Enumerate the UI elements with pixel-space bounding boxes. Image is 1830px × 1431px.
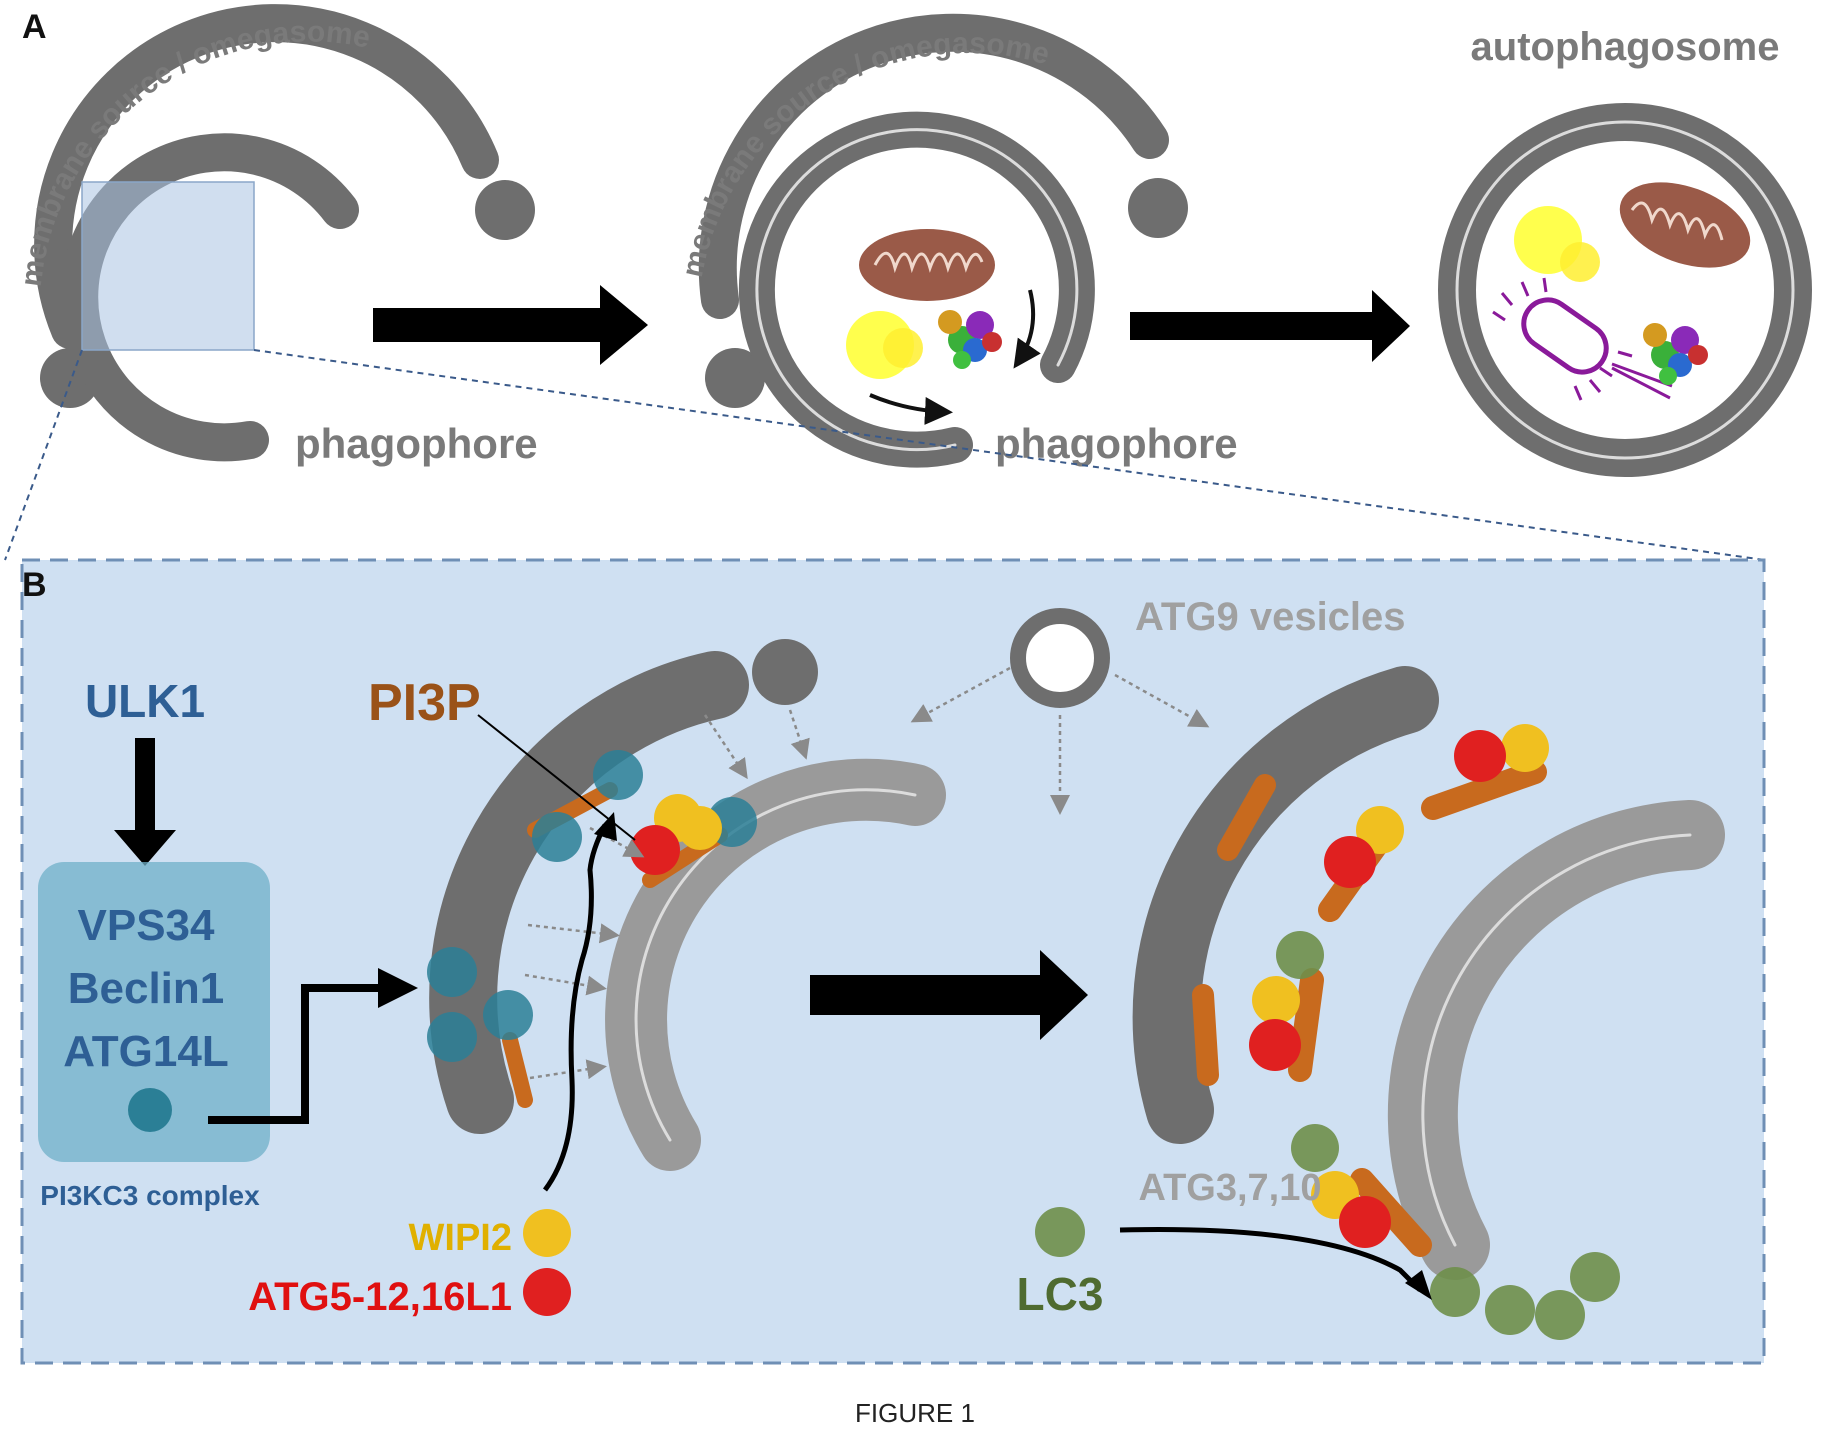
stage1-membranes <box>34 4 535 462</box>
membrane-vesicle <box>705 348 765 408</box>
pi3p-patch <box>1192 984 1219 1086</box>
complex-recruitment-arrow <box>208 984 380 1124</box>
pi3kc3-dot <box>427 947 477 997</box>
panel-b-letter: B <box>22 566 47 604</box>
pi3p-patch <box>1350 1168 1432 1257</box>
pi3p-patch <box>1421 760 1547 820</box>
panel-a: A membrane source / omegasome phagophore <box>4 4 1812 561</box>
ulk1-label: ULK1 <box>85 675 205 727</box>
atg5-dot <box>1454 730 1506 782</box>
phagophore-lumen-line <box>755 128 1079 452</box>
panel-a-letter: A <box>22 8 47 46</box>
membrane-vesicle <box>1128 178 1188 238</box>
panel-b: B ULK1 VPS34 Beclin1 ATG14L PI3KC3 compl… <box>20 558 1766 1365</box>
cargo-arrow <box>1013 289 1041 369</box>
membrane-source-arc <box>698 13 1169 319</box>
progression-arrow-b <box>810 950 1088 1040</box>
figure-caption: FIGURE 1 <box>855 1398 975 1428</box>
complex-member-2: Beclin1 <box>68 964 225 1013</box>
complex-member-1: VPS34 <box>78 901 216 950</box>
atg5-label: ATG5-12,16L1 <box>248 1275 512 1319</box>
atg3-label: ATG3,7,10 <box>1138 1167 1321 1209</box>
zoom-connector-left <box>4 349 83 561</box>
atg5-dot <box>1324 836 1376 888</box>
phagophore-label-1: phagophore <box>295 420 538 467</box>
phagophore-right <box>1119 666 1725 1340</box>
pi3p-patch <box>1217 774 1276 861</box>
atg5-dot <box>1249 1019 1301 1071</box>
lc3-label: LC3 <box>1017 1268 1104 1320</box>
protein-aggregate-icon <box>1643 323 1708 385</box>
complex-name: PI3KC3 complex <box>40 1180 260 1211</box>
wipi2-label: WIPI2 <box>409 1217 512 1259</box>
atg9-label: ATG9 vesicles <box>1135 595 1406 639</box>
pi3kc3-dot <box>128 1088 172 1132</box>
omegasome-middle <box>427 639 946 1192</box>
cargo-arrow <box>869 393 953 425</box>
lc3-dot <box>1485 1285 1535 1335</box>
wipi2-dot <box>678 806 722 850</box>
complex-member-3: ATG14L <box>63 1027 228 1076</box>
wipi2-legend-dot <box>523 1209 571 1257</box>
mitochondrion-icon <box>859 229 995 301</box>
atg5-legend-dot <box>523 1268 571 1316</box>
recruitment-arrow <box>542 823 608 1192</box>
lc3-conjugation-arrow <box>1119 1227 1422 1292</box>
autophagosome-label: autophagosome <box>1471 25 1780 69</box>
lc3-dot <box>1276 931 1324 979</box>
atg5-dot <box>630 825 680 875</box>
membrane-vesicle <box>475 180 535 240</box>
zoom-connector-right <box>253 349 1766 561</box>
pi3p-patch <box>502 1032 533 1108</box>
ulk1-activation-arrow <box>114 738 176 866</box>
zoom-region <box>81 181 255 351</box>
membrane-vesicle <box>752 639 818 705</box>
bacterium-icon <box>1492 277 1673 401</box>
pi3kc3-dot <box>483 990 533 1040</box>
atg9-vesicle <box>1010 608 1110 708</box>
autophagosome-membrane <box>1438 103 1812 477</box>
pi3kc3-complex-box <box>38 862 270 1162</box>
lc3-dot <box>1430 1267 1480 1317</box>
wipi2-dot <box>1356 806 1404 854</box>
pi3kc3-dot <box>532 812 582 862</box>
progression-arrow-1 <box>373 285 648 365</box>
pi3kc3-dot <box>427 1012 477 1062</box>
lc3-legend-dot <box>1035 1207 1085 1257</box>
pi3kc3-dot <box>593 750 643 800</box>
lc3-dot <box>1570 1252 1620 1302</box>
pi3p-label: PI3P <box>368 674 481 732</box>
autophagosome <box>1438 103 1812 477</box>
progression-arrow-2 <box>1130 290 1410 362</box>
membrane-source-arc <box>34 4 499 349</box>
protein-aggregate-icon <box>938 310 1002 369</box>
atg5-dot <box>1339 1196 1391 1248</box>
pi3p-patch <box>1288 968 1324 1082</box>
wipi2-dot <box>1252 976 1300 1024</box>
omegasome-membrane <box>1132 666 1439 1144</box>
lc3-dot <box>1535 1290 1585 1340</box>
phagophore-label-2: phagophore <box>995 420 1238 467</box>
stage2-membranes <box>698 13 1188 468</box>
pi3p-pointer <box>477 714 636 841</box>
wipi2-dot <box>1501 724 1549 772</box>
lc3-dot <box>1291 1124 1339 1172</box>
